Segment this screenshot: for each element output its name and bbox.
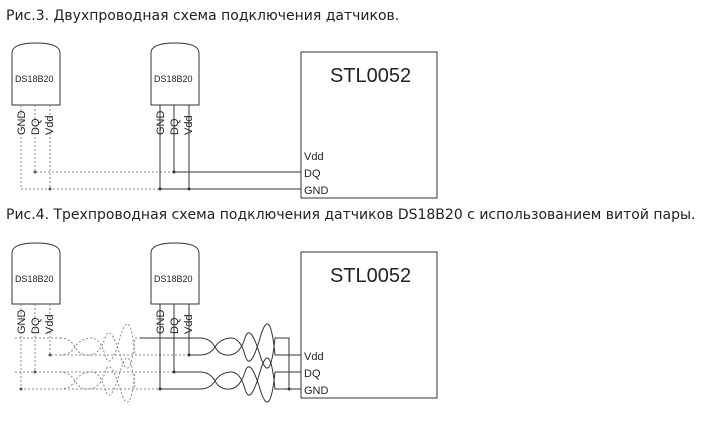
twisted-pair-wires <box>15 304 301 403</box>
svg-text:DS18B20: DS18B20 <box>154 74 193 84</box>
svg-text:GND: GND <box>304 385 329 397</box>
sensor-1: DS18B20 GND DQ Vdd <box>11 42 61 136</box>
wires <box>20 105 301 191</box>
controller-stl0052: STL0052 Vdd DQ GND <box>300 251 438 399</box>
svg-text:DQ: DQ <box>30 317 42 334</box>
figure4-caption: Рис.4. Трехпроводная схема подключения д… <box>6 207 696 223</box>
svg-text:DQ: DQ <box>304 168 321 180</box>
svg-text:GND: GND <box>304 185 329 197</box>
svg-text:DQ: DQ <box>30 118 42 135</box>
svg-text:DS18B20: DS18B20 <box>154 274 193 284</box>
svg-text:Vdd: Vdd <box>304 351 324 363</box>
sensor-1: DS18B20 GND DQ Vdd <box>11 242 61 335</box>
svg-text:STL0052: STL0052 <box>330 65 411 87</box>
svg-text:DS18B20: DS18B20 <box>15 74 54 84</box>
svg-text:DS18B20: DS18B20 <box>15 274 54 284</box>
figure4-diagram: DS18B20 GND DQ Vdd DS18B20 GND DQ Vdd ST… <box>11 242 438 403</box>
svg-text:DQ: DQ <box>169 118 181 135</box>
controller-stl0052: STL0052 Vdd DQ GND <box>300 51 438 199</box>
svg-text:STL0052: STL0052 <box>330 265 411 287</box>
svg-text:GND: GND <box>16 111 28 136</box>
sensor-2: DS18B20 GND DQ Vdd <box>150 242 200 335</box>
figure3-caption: Рис.3. Двухпроводная схема подключения д… <box>6 8 400 24</box>
svg-text:GND: GND <box>16 310 28 335</box>
svg-text:DQ: DQ <box>169 317 181 334</box>
svg-text:Vdd: Vdd <box>304 151 324 163</box>
svg-text:GND: GND <box>155 111 167 136</box>
figure3-diagram: DS18B20 GND DQ Vdd DS18B20 GND DQ Vdd ST… <box>11 42 438 199</box>
svg-text:GND: GND <box>155 310 167 335</box>
svg-text:DQ: DQ <box>304 368 321 380</box>
sensor-2: DS18B20 GND DQ Vdd <box>150 42 200 136</box>
